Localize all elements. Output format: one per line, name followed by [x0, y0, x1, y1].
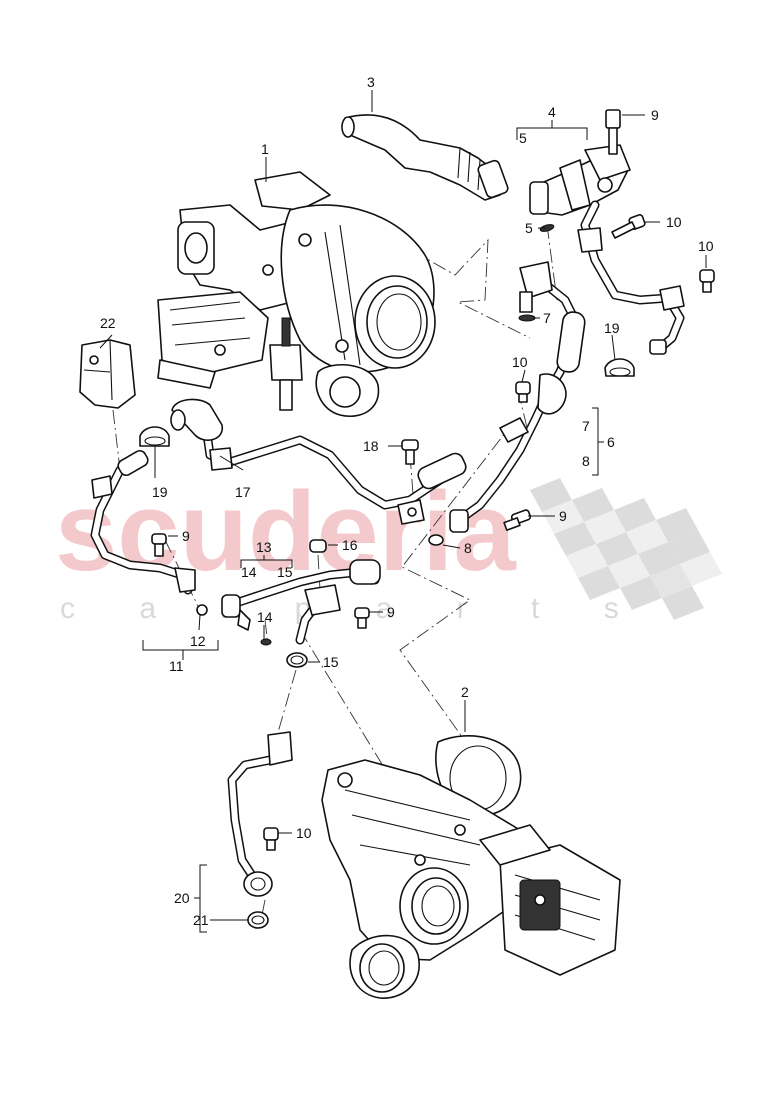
callout-17: 17 — [235, 484, 251, 500]
callout-15-seal: 15 — [323, 654, 339, 670]
callout-20: 20 — [174, 890, 190, 906]
bolt-10-mid — [515, 381, 531, 403]
callout-8-group: 8 — [582, 453, 590, 469]
callout-5-oring: 5 — [525, 220, 533, 236]
callout-9-top: 9 — [651, 107, 659, 123]
leader-lines — [99, 90, 707, 933]
watermark-brand: scuderia — [55, 469, 516, 594]
callout-10-right: 10 — [698, 238, 714, 254]
pipe-11 — [90, 449, 196, 595]
hose-3 — [341, 114, 509, 201]
callout-10-mid: 10 — [512, 354, 528, 370]
callout-11: 11 — [169, 658, 184, 674]
bolt-9-left — [151, 533, 167, 557]
callout-21: 21 — [193, 912, 209, 928]
callout-10-bottom: 10 — [296, 825, 312, 841]
callout-14-group: 14 — [241, 564, 257, 580]
seal-8 — [428, 534, 444, 546]
watermark-sub: c a r p a r t s — [60, 592, 647, 625]
callout-9-center: 9 — [387, 604, 395, 620]
callout-labels: 1 2 3 4 5 5 6 7 7 8 8 9 9 9 9 10 10 10 1… — [100, 74, 714, 928]
callout-2: 2 — [461, 684, 469, 700]
callout-16: 16 — [342, 537, 358, 553]
callout-14-seal: 14 — [257, 609, 273, 625]
callout-9-left: 9 — [182, 528, 190, 544]
bolt-10-right — [699, 269, 715, 293]
bolt-18 — [401, 439, 419, 465]
callout-1: 1 — [261, 141, 269, 157]
callout-15-group: 15 — [277, 564, 293, 580]
checkered-flag-logo — [530, 478, 722, 620]
callout-4: 4 — [548, 104, 556, 120]
bolt-16 — [309, 539, 327, 553]
seal-14 — [260, 638, 272, 646]
callout-12: 12 — [190, 633, 206, 649]
seal-7 — [518, 314, 536, 322]
pipe-6 — [449, 261, 586, 533]
callout-19-right: 19 — [604, 320, 620, 336]
callout-3: 3 — [367, 74, 375, 90]
callout-22: 22 — [100, 315, 116, 331]
pipe-20 — [227, 731, 293, 897]
callout-7-seal: 7 — [543, 310, 551, 326]
bolt-9-center — [354, 607, 370, 629]
callout-9-right: 9 — [559, 508, 567, 524]
clamp-19-right — [604, 358, 635, 377]
callout-6: 6 — [607, 434, 615, 450]
seal-15 — [286, 652, 308, 668]
bolt-9-right — [503, 509, 532, 531]
callout-13: 13 — [256, 539, 272, 555]
clamp-19-left — [139, 426, 170, 447]
pipe-17 — [170, 398, 467, 525]
seal-21 — [247, 911, 269, 929]
pipe-13 — [221, 559, 381, 645]
o-ring-5 — [539, 224, 555, 232]
callout-5-top: 5 — [519, 130, 527, 146]
adapter-4 — [529, 109, 631, 216]
turbocharger-1 — [157, 171, 436, 417]
callout-7-group: 7 — [582, 418, 590, 434]
watermark: scuderia c a r p a r t s — [55, 469, 722, 625]
callout-8-seal: 8 — [464, 540, 472, 556]
heat-shield-22 — [79, 339, 136, 409]
callout-10-top: 10 — [666, 214, 682, 230]
callout-19-left: 19 — [152, 484, 168, 500]
bolt-10-bottom — [263, 827, 279, 851]
seal-12 — [196, 604, 208, 616]
pipe-upper-right — [577, 200, 685, 355]
bolt-10-top — [611, 214, 646, 239]
callout-18: 18 — [363, 438, 379, 454]
turbocharger-2 — [321, 735, 621, 999]
